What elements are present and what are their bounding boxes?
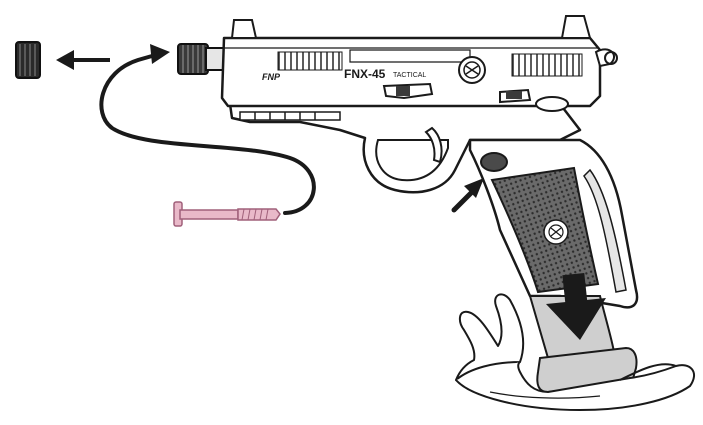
- safety-lever: [536, 97, 568, 111]
- press-button-arrow-icon: [454, 178, 484, 210]
- rear-sight: [562, 16, 590, 38]
- ejection-port: [350, 50, 470, 62]
- fn-logo-icon: [459, 57, 485, 83]
- barrel-thread: [178, 44, 224, 74]
- magazine-release-button: [481, 153, 507, 171]
- accessory-rail: [240, 112, 340, 120]
- front-sight: [232, 20, 256, 38]
- grip-logo-icon: [544, 220, 568, 244]
- pistol: FNP FNX-45 TACTICAL: [178, 16, 637, 307]
- rear-serrations: [512, 54, 582, 76]
- slide-tactical-label: TACTICAL: [393, 72, 426, 79]
- screw-part: [174, 202, 280, 226]
- thread-protector: [16, 42, 40, 78]
- slide-model-label: FNX-45: [344, 67, 386, 81]
- slide-brand-mark: FNP: [262, 72, 281, 82]
- front-serrations: [278, 52, 342, 70]
- remove-left-arrow-icon: [56, 50, 110, 70]
